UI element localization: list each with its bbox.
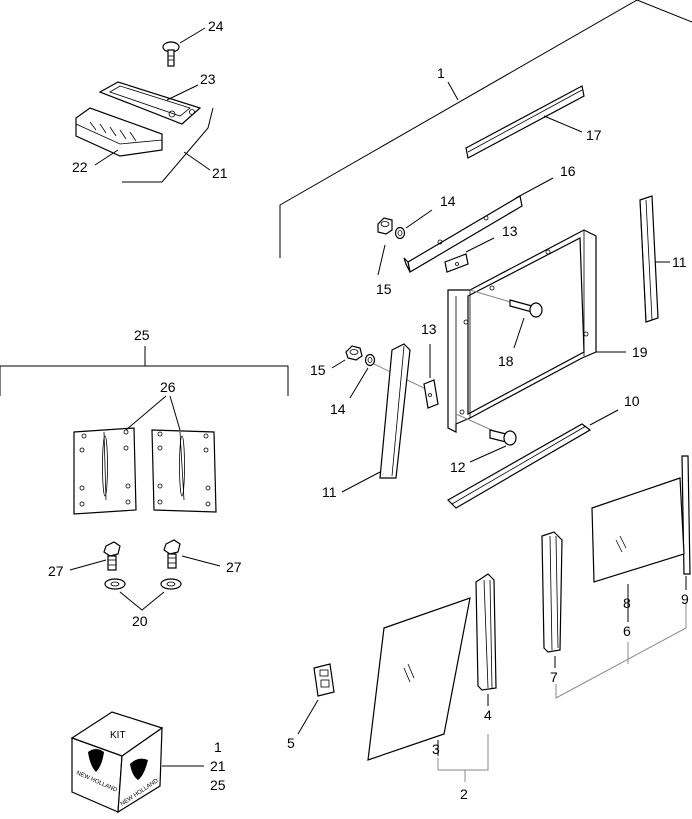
label-15-mid: 15 [310,362,326,378]
leader-20 [119,591,165,611]
frame-19 [447,229,626,433]
washer-14-top [394,209,433,240]
label-25: 25 [134,327,150,343]
label-26: 26 [160,379,176,395]
label-18: 18 [498,353,514,369]
rail-10 [447,409,619,509]
seal-7 [541,531,563,668]
channel-11-right [639,195,670,323]
decal-5 [297,663,335,735]
bolt-24 [162,27,206,67]
label-14-top: 14 [440,193,456,209]
kit-box-title: KIT [110,730,126,741]
bracket-2 [437,734,489,782]
kit-ref-1: 1 [214,739,222,755]
label-16: 16 [560,163,576,179]
bracket-6 [555,602,687,699]
label-6: 6 [623,623,631,639]
label-21-top: 21 [212,165,228,181]
seal-9 [681,455,691,590]
bracket-16 [403,177,554,273]
panel-21 [122,107,214,183]
label-20: 20 [132,613,148,629]
label-24: 24 [208,18,224,34]
plate-22 [75,107,163,166]
label-7: 7 [550,669,558,685]
label-10: 10 [624,393,640,409]
label-22: 22 [72,159,88,175]
label-2: 2 [460,786,468,802]
label-13-top: 13 [502,223,518,239]
washer-20-left [104,578,126,590]
glass-3 [367,597,471,761]
label-27-right: 27 [226,559,242,575]
nut-15-mid [331,345,363,369]
washer-20-right [160,578,182,590]
block-13-top [444,237,495,273]
seal-4 [475,573,497,706]
kit-box [70,711,204,814]
assembly-25-bracket [0,346,289,396]
bolt-27-right [163,539,221,569]
label-5: 5 [287,735,295,751]
label-8: 8 [623,595,631,611]
bolt-27-left [69,541,121,571]
label-9: 9 [681,591,689,607]
channel-11-left [341,343,411,493]
label-27-left: 27 [48,563,64,579]
label-12: 12 [450,459,466,475]
label-11-left: 11 [322,484,337,500]
label-13-mid: 13 [421,321,437,337]
label-1: 1 [437,65,445,81]
gasket-23 [98,81,202,125]
label-3: 3 [432,741,440,757]
label-4: 4 [484,707,492,723]
label-17: 17 [586,127,602,143]
label-19: 19 [632,344,648,360]
plate-26-right [151,429,217,513]
strip-17 [465,85,585,159]
kit-ref-21: 21 [210,758,226,774]
glass-8 [591,477,685,622]
bolt-18 [469,289,543,349]
label-23: 23 [200,71,216,87]
bolt-12 [455,413,517,463]
plate-26-left [73,427,137,515]
label-15-top: 15 [376,281,392,297]
assembly-1-bracket [279,0,692,258]
label-14-mid: 14 [330,401,346,417]
leader-26 [125,395,181,431]
block-13-mid [423,344,439,409]
nut-15-top [377,217,393,276]
label-11-right: 11 [672,254,687,270]
kit-ref-25: 25 [210,777,226,793]
